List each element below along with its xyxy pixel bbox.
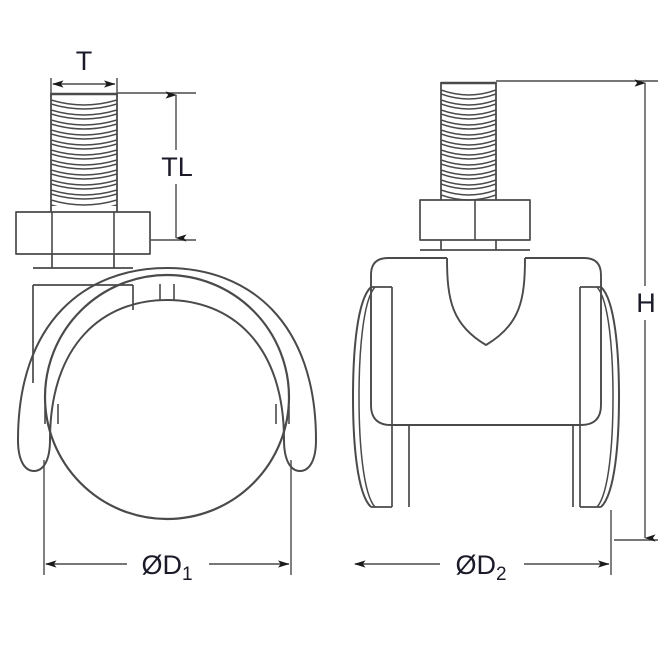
fork-arc-right-cap bbox=[283, 439, 317, 472]
dim-H-label-mask bbox=[622, 286, 668, 320]
dim-H-label: H bbox=[636, 288, 656, 318]
threaded-stem-front bbox=[50, 92, 118, 212]
dimension-H: H bbox=[496, 79, 668, 542]
dim-D2-label-sub: 2 bbox=[496, 564, 507, 585]
dim-D1-label: ØD1 bbox=[141, 550, 192, 585]
swivel-housing-outline bbox=[32, 284, 134, 383]
nut-collar-front bbox=[33, 254, 133, 269]
wheel-left-side bbox=[352, 286, 393, 508]
dim-T-label: T bbox=[76, 46, 93, 76]
dim-D2-label-main: ØD bbox=[455, 550, 496, 580]
swivel-dome-v-profile bbox=[446, 257, 526, 346]
fork-arc-left-cap bbox=[17, 439, 51, 472]
fork-arc-inner bbox=[49, 299, 285, 441]
wheel-right-edge-caps bbox=[580, 286, 601, 508]
fork-arc-bracket bbox=[17, 267, 317, 472]
fork-inner-legs bbox=[408, 425, 574, 507]
hex-nut-side bbox=[419, 199, 531, 241]
fork-yoke-outline-left-top bbox=[370, 257, 447, 276]
dim-TL-label-mask bbox=[152, 150, 202, 184]
dimension-TL: TL bbox=[117, 91, 202, 242]
dim-D2-label: ØD2 bbox=[455, 550, 506, 585]
wheel-right-outer-arc bbox=[600, 286, 620, 508]
fork-arc-outer bbox=[17, 267, 317, 441]
dim-D1-label-mask bbox=[127, 546, 209, 582]
dimension-D1: ØD1 bbox=[43, 460, 292, 585]
dim-TL-label: TL bbox=[161, 152, 193, 182]
wheel-left-edge-caps bbox=[371, 286, 392, 508]
fork-yoke-outline bbox=[370, 257, 602, 426]
wheel-right-inner-arc bbox=[596, 286, 614, 508]
dimension-D2: ØD2 bbox=[354, 510, 612, 585]
thread-helix-lines-front bbox=[51, 99, 117, 206]
wheel-left-inner-arc bbox=[358, 286, 376, 508]
side-view bbox=[352, 81, 620, 508]
wheel-right-side bbox=[579, 286, 620, 508]
dimension-T: T bbox=[50, 46, 118, 97]
wheel-outline-circle bbox=[43, 273, 291, 521]
dim-D1-label-main: ØD bbox=[141, 550, 182, 580]
hex-nut-body bbox=[15, 211, 151, 255]
dim-D1-label-sub: 1 bbox=[182, 564, 193, 585]
hex-nut-front bbox=[15, 211, 151, 255]
nut-collar-side bbox=[420, 240, 530, 251]
threaded-stem-side bbox=[440, 81, 497, 201]
dim-D2-label-mask bbox=[440, 546, 524, 582]
front-view bbox=[15, 92, 317, 521]
thread-helix-lines-side bbox=[441, 89, 496, 201]
wheel-left-outer-arc bbox=[352, 286, 372, 508]
